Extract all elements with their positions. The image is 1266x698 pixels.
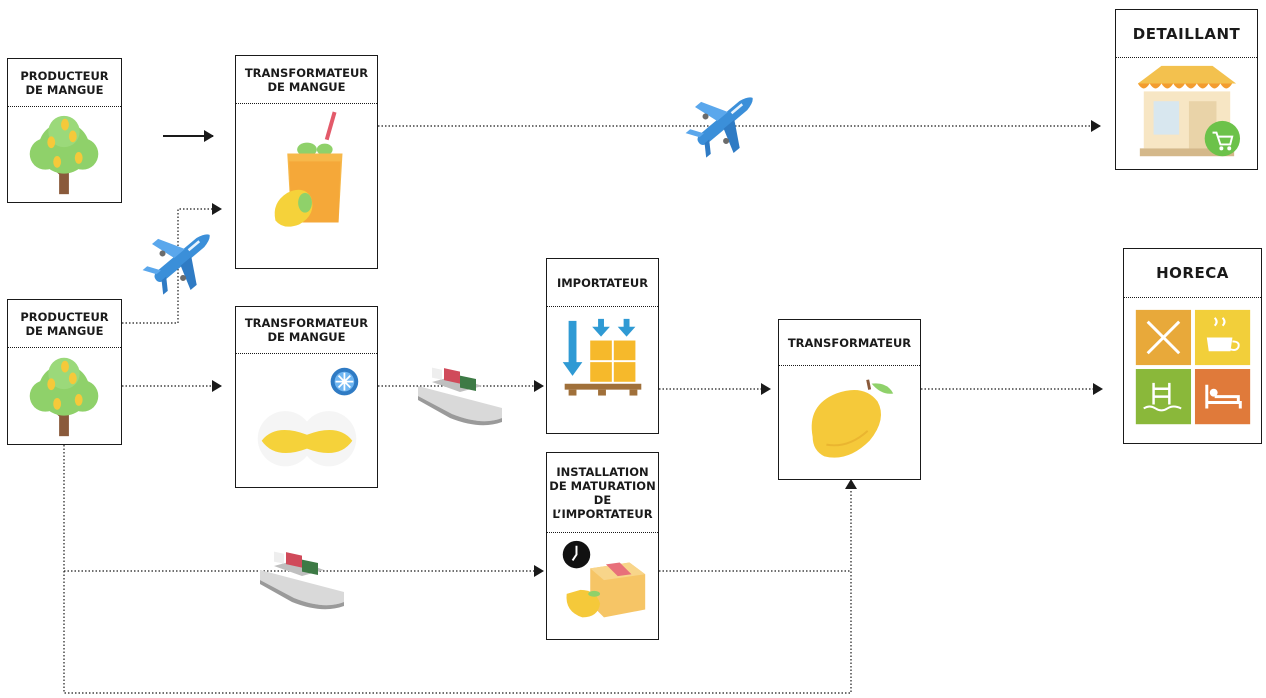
mango-tree-icon bbox=[8, 107, 121, 202]
processor-top-title: TRANSFORMATEUR DE MANGUE bbox=[236, 56, 377, 104]
ripening-box-icon bbox=[547, 533, 658, 639]
producer-bottom-box: PRODUCTEUR DE MANGUE bbox=[7, 299, 122, 445]
pallet-boxes-icon bbox=[547, 307, 658, 433]
processor-mid-title: TRANSFORMATEUR DE MANGUE bbox=[236, 307, 377, 354]
processor-mid-box: TRANSFORMATEUR DE MANGUE bbox=[235, 306, 378, 488]
producer-top-title: PRODUCTEUR DE MANGUE bbox=[8, 59, 121, 107]
processor-title: TRANSFORMATEUR bbox=[779, 320, 920, 366]
retailer-box: DETAILLANT bbox=[1115, 9, 1258, 170]
ripening-box: INSTALLATION DE MATURATION DE L’IMPORTAT… bbox=[546, 452, 659, 640]
horeca-box: HORECA bbox=[1123, 248, 1262, 444]
mango-tree-icon bbox=[8, 348, 121, 444]
processor-box: TRANSFORMATEUR bbox=[778, 319, 921, 480]
cargo-ship-icon bbox=[418, 367, 502, 426]
frozen-mango-icon bbox=[236, 354, 377, 487]
airplane-icon bbox=[685, 97, 753, 158]
connector-producer-bottom-to-processor-loop bbox=[63, 479, 857, 694]
ripening-title: INSTALLATION DE MATURATION DE L’IMPORTAT… bbox=[547, 453, 658, 533]
retailer-title: DETAILLANT bbox=[1116, 10, 1257, 58]
horeca-icons bbox=[1124, 298, 1261, 443]
mango-juice-icon bbox=[236, 104, 377, 268]
producer-bottom-title: PRODUCTEUR DE MANGUE bbox=[8, 300, 121, 348]
producer-top-box: PRODUCTEUR DE MANGUE bbox=[7, 58, 122, 203]
processor-top-box: TRANSFORMATEUR DE MANGUE bbox=[235, 55, 378, 269]
shop-icon bbox=[1116, 58, 1257, 169]
horeca-title: HORECA bbox=[1124, 249, 1261, 298]
mango-icon bbox=[779, 366, 920, 479]
airplane-icon bbox=[142, 234, 210, 295]
cargo-ship-icon bbox=[260, 551, 344, 610]
importer-title: IMPORTATEUR bbox=[547, 259, 658, 307]
importer-box: IMPORTATEUR bbox=[546, 258, 659, 434]
